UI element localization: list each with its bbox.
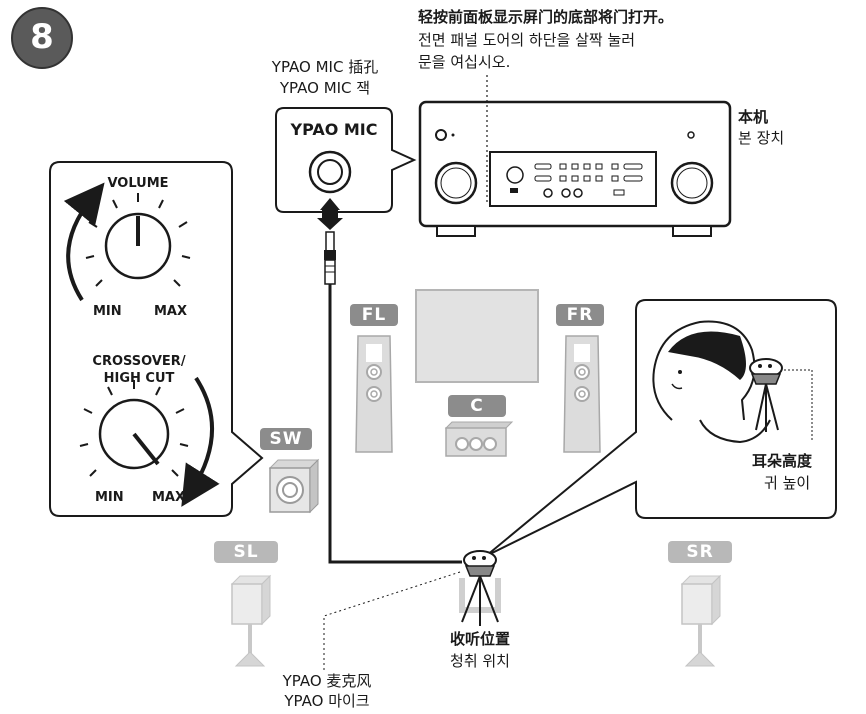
surround-left-speaker [230, 574, 272, 667]
mic-jack-callout [275, 107, 417, 213]
volume-max-label: MAX [154, 304, 188, 319]
crossover-title-line2: HIGH CUT [103, 371, 175, 386]
mic-leader-line [323, 571, 461, 672]
unit-label-zh: 本机 [738, 108, 769, 126]
volume-knob [63, 182, 191, 302]
door-instruction-ko-line1: 전면 패널 도어의 하단을 살짝 눌러 [418, 31, 636, 49]
crossover-max-label: MAX [152, 490, 186, 505]
speaker-tag-sl: SL [214, 541, 278, 563]
door-instruction-ko-line2: 문을 여십시오. [418, 53, 511, 71]
step-badge [11, 7, 73, 69]
mic-cable [317, 198, 462, 564]
listening-position-mic [459, 550, 501, 626]
speaker-tag-c: C [448, 395, 506, 417]
av-receiver [418, 100, 732, 237]
ear-height-label-zh: 耳朵高度 [752, 452, 813, 470]
listening-position-label-zh: 收听位置 [449, 630, 510, 648]
unit-label-ko: 본 장치 [738, 129, 785, 147]
front-left-speaker [355, 335, 393, 453]
step-number: 8 [30, 17, 54, 57]
listening-position-label-ko: 청취 위치 [450, 652, 510, 670]
ear-height-callout [485, 299, 837, 557]
microphone-label-zh: YPAO 麦克风 [282, 672, 372, 690]
speaker-tag-fl: FL [350, 304, 398, 326]
crossover-title-line1: CROSSOVER/ [92, 354, 186, 369]
microphone-label-ko: YPAO 마이크 [284, 692, 370, 710]
speaker-tag-sw: SW [260, 428, 312, 450]
speaker-tag-fr: FR [556, 304, 604, 326]
volume-title: VOLUME [107, 176, 169, 191]
front-right-speaker [563, 335, 601, 453]
tv-screen [415, 289, 539, 383]
subwoofer-speaker [268, 458, 320, 514]
ear-height-label-ko: 귀 높이 [764, 474, 811, 492]
crossover-knob [79, 376, 220, 507]
speaker-tag-sr: SR [668, 541, 732, 563]
volume-min-label: MIN [93, 304, 122, 319]
door-instruction-zh: 轻按前面板显示屏门的底部将门打开。 [418, 8, 674, 26]
mic-jack-panel-label: YPAO MIC [290, 120, 378, 139]
mic-jack-label-zh: YPAO MIC 插孔 [271, 58, 379, 76]
mic-jack-label-ko: YPAO MIC 잭 [279, 79, 371, 97]
surround-right-speaker [680, 574, 722, 667]
crossover-min-label: MIN [95, 490, 124, 505]
center-speaker [444, 421, 514, 457]
